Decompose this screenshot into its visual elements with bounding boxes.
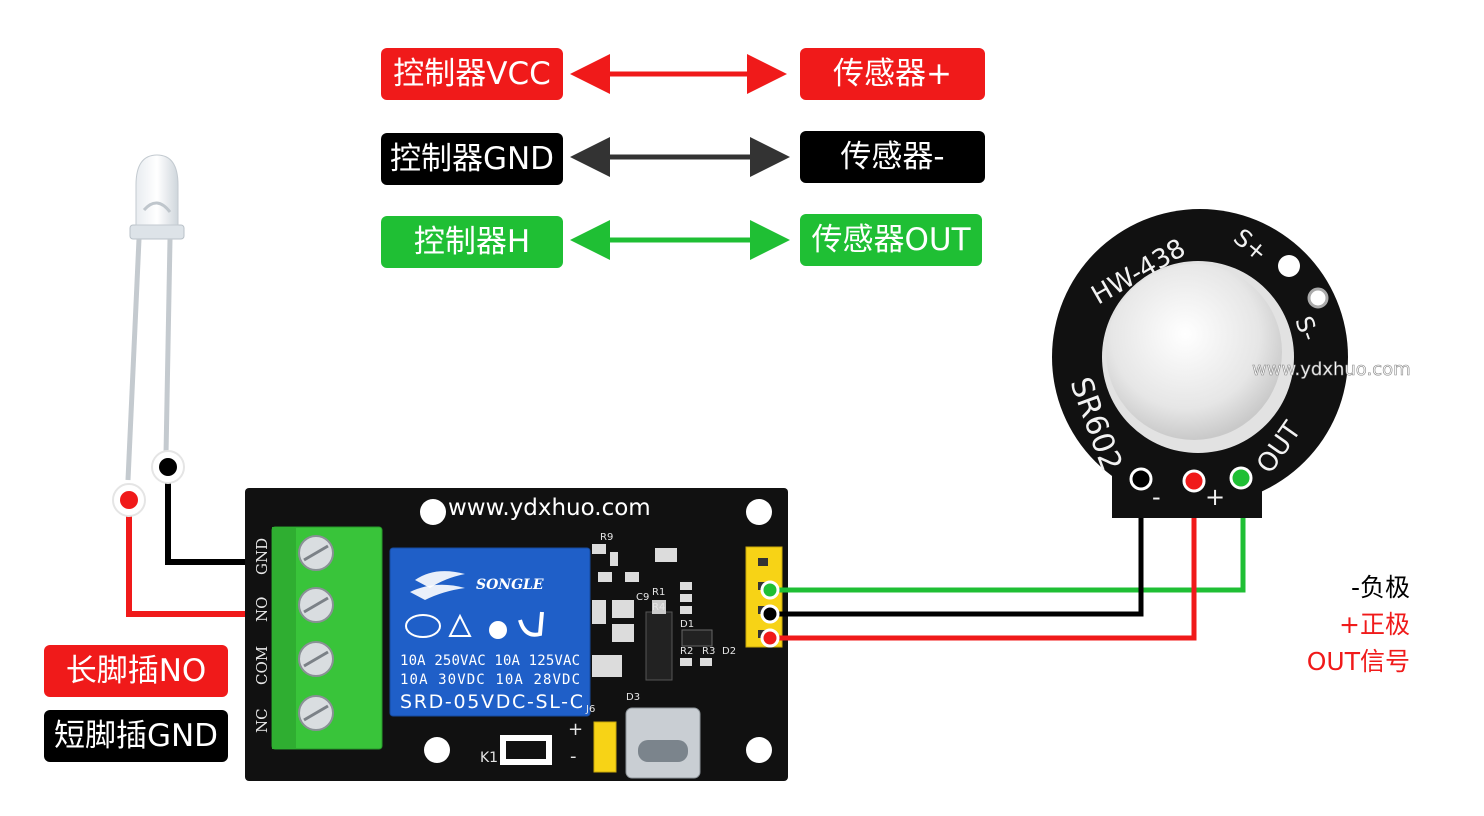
gnd-wire xyxy=(770,480,1144,617)
legend-positive: +正极 xyxy=(1339,610,1410,639)
j6-mark: J6 xyxy=(585,704,595,715)
led xyxy=(125,154,185,481)
relay-rating-2: 10A 30VDC 10A 28VDC xyxy=(400,672,580,688)
r2-mark: R2 xyxy=(680,646,693,657)
sensor-pin-plus: + xyxy=(1205,483,1225,511)
plus-mark: + xyxy=(568,719,583,740)
r3-mark: R3 xyxy=(702,646,715,657)
d2-mark: D2 xyxy=(722,646,736,657)
led-long-pin-dot xyxy=(120,491,138,509)
board-watermark: www.ydxhuo.com xyxy=(448,495,651,521)
sensor-minus-dot xyxy=(1129,467,1153,491)
led-short-leg-label: 短脚插GND xyxy=(44,710,228,762)
sensor-plus-dot xyxy=(1182,469,1206,493)
controller-gnd-label: 控制器GND xyxy=(381,133,563,185)
pir-sensor: HW-438 SR602 S+ S- OUT - + www.ydxhuo.co… xyxy=(1052,209,1411,518)
led-long-wire xyxy=(126,500,246,617)
relay-brand: SONGLE xyxy=(476,577,544,593)
legend-negative: -负极 xyxy=(1350,573,1410,602)
led-short-pin-dot xyxy=(159,458,177,476)
terminal-gnd-label: GND xyxy=(253,538,271,575)
board-out-dot xyxy=(760,580,780,600)
sensor-out-label: 传感器OUT xyxy=(800,214,982,266)
controller-h-label: 控制器H xyxy=(381,216,563,268)
sensor-watermark: www.ydxhuo.com xyxy=(1252,359,1411,380)
c9-mark: C9 xyxy=(636,592,649,603)
r1-mark: R1 xyxy=(652,587,665,598)
d1-mark: D1 xyxy=(680,619,694,630)
controller-vcc-label: 控制器VCC xyxy=(381,48,563,100)
relay-rating-1: 10A 250VAC 10A 125VAC xyxy=(400,653,580,669)
led-long-leg-label: 长脚插NO xyxy=(44,645,228,697)
terminal-com-label: COM xyxy=(253,646,271,685)
board-vcc-dot xyxy=(760,628,780,648)
vcc-wire xyxy=(770,482,1197,641)
sensor-pin-minus: - xyxy=(1152,483,1161,511)
relay-model: SRD-05VDC-SL-C xyxy=(400,691,583,713)
sensor-out-dot xyxy=(1229,466,1253,490)
k1-mark: K1 xyxy=(480,750,498,766)
board-gnd-dot xyxy=(760,604,780,624)
sensor-minus-label: 传感器- xyxy=(800,131,985,183)
legend-out-signal: OUT信号 xyxy=(1306,647,1410,676)
sensor-plus-label: 传感器+ xyxy=(800,48,985,100)
terminal-nc-label: NC xyxy=(253,708,271,733)
terminal-no-label: NO xyxy=(253,597,271,622)
d3-mark: D3 xyxy=(626,692,640,703)
relay-board: GND NO COM NC SONGLE 10A 250VAC 10A 125V… xyxy=(245,488,788,781)
minus-mark: - xyxy=(570,746,577,767)
r9-mark: R9 xyxy=(600,532,613,543)
led-short-wire xyxy=(165,470,246,565)
r4-mark: R4 xyxy=(652,602,665,613)
